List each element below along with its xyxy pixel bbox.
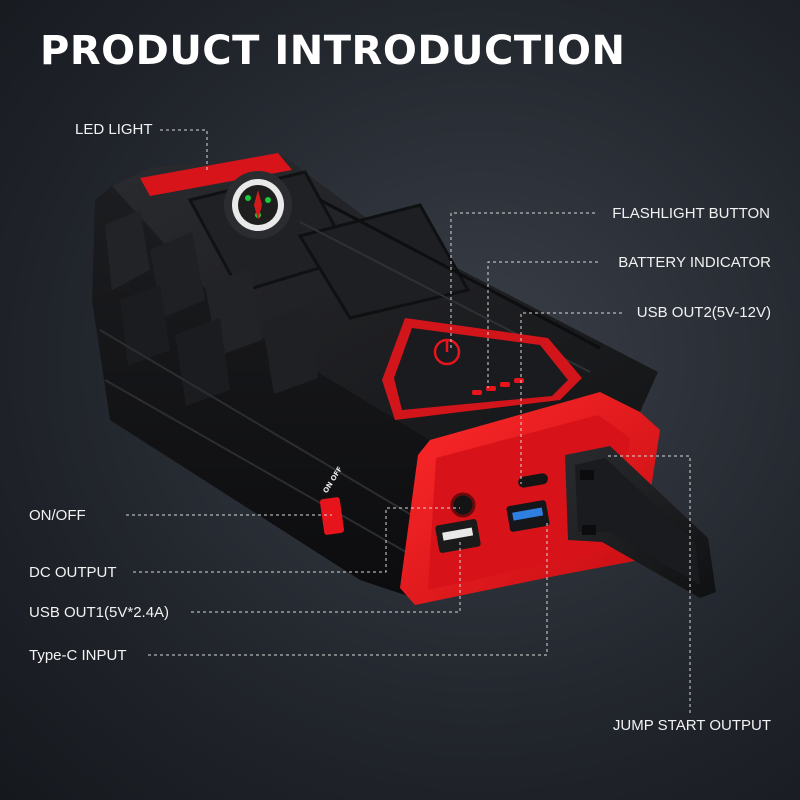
power-icon[interactable]	[433, 338, 461, 366]
page-title: PRODUCT INTRODUCTION	[40, 28, 626, 74]
on-off-switch[interactable]	[319, 497, 345, 535]
jump-start-lid[interactable]	[565, 446, 716, 598]
label-dc-output: DC OUTPUT	[29, 564, 117, 581]
label-usb-out2: USB OUT2(5V-12V)	[636, 304, 771, 321]
type-c-port[interactable]	[517, 472, 548, 488]
label-battery-indicator: BATTERY INDICATOR	[618, 254, 771, 271]
label-on-off: ON/OFF	[29, 507, 86, 524]
led-light-strip	[140, 153, 292, 196]
compass-icon	[224, 171, 292, 239]
label-led-light: LED LIGHT	[75, 121, 153, 138]
callout-lines	[126, 129, 691, 715]
dc-output-port[interactable]	[450, 492, 476, 518]
label-usb-out1: USB OUT1(5V*2.4A)	[29, 604, 170, 621]
label-jump-start-output: JUMP START OUTPUT	[612, 717, 771, 734]
label-flashlight-button: FLASHLIGHT BUTTON	[612, 205, 770, 222]
label-type-c-input: Type-C INPUT	[29, 647, 127, 664]
